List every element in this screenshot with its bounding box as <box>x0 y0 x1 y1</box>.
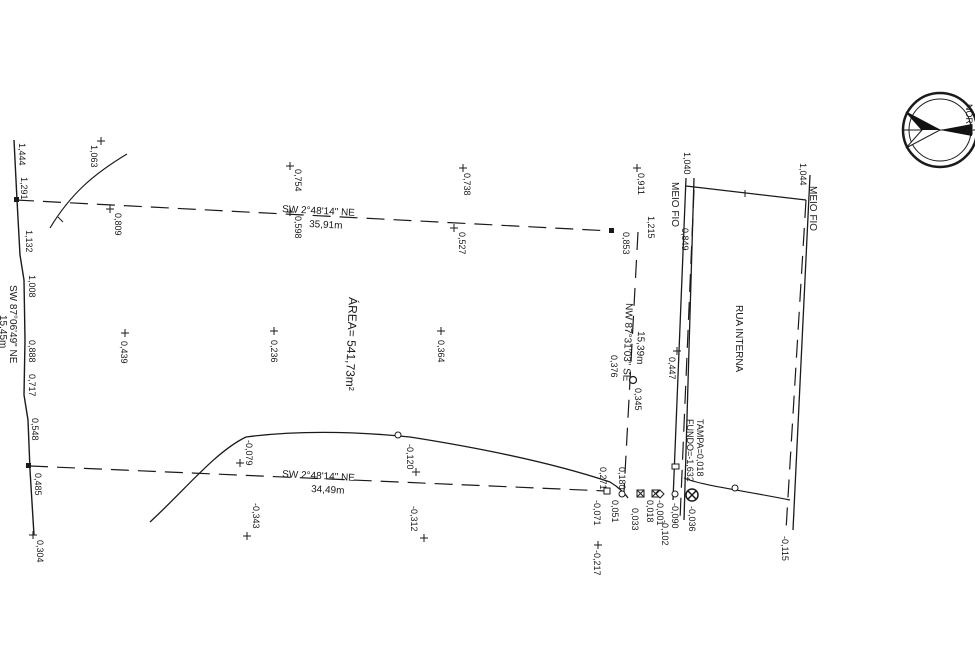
elevation-label: 1,444 <box>17 143 27 166</box>
elevation-label: 0,236 <box>269 340 279 363</box>
elevation-label: 0,439 <box>119 341 129 364</box>
elevation-label: -0,217 <box>592 550 602 576</box>
elevation-label: 0,809 <box>113 213 123 236</box>
east-length-label: 15,39m <box>634 331 646 365</box>
elevation-label: -0,036 <box>687 506 697 532</box>
elevation-label: 1,215 <box>646 216 656 239</box>
west-length-label: 15,45m <box>0 315 8 348</box>
south-length-label: 34,49m <box>311 484 345 497</box>
east-bearing-label: NW 87°31'03" SE <box>620 303 634 382</box>
east-boundary <box>623 231 639 493</box>
road-curbs <box>672 174 811 531</box>
terrain-curve <box>149 431 629 523</box>
manhole-bottom-label: FUNDO=-1,632 <box>685 419 695 482</box>
curb-label-left: MEIO FIO <box>669 182 680 227</box>
elevation-label: 0,888 <box>27 340 37 363</box>
elevation-label: -0,312 <box>409 506 419 532</box>
elevation-label: 1,044 <box>798 163 808 186</box>
elevation-label: -0,071 <box>592 500 602 526</box>
elevation-label: 0,853 <box>621 232 631 255</box>
north-boundary <box>15 199 612 232</box>
south-boundary <box>29 465 607 492</box>
elevation-label: 0,485 <box>33 473 43 496</box>
elevation-label: 0,738 <box>462 173 472 196</box>
road-name: RUA INTERNA <box>733 305 744 373</box>
elevation-label: 1,040 <box>682 152 692 175</box>
elevation-label: -0,090 <box>670 503 680 529</box>
spot-markers <box>29 137 681 549</box>
elevation-label: -0,120 <box>405 444 415 470</box>
elevation-label: 0,527 <box>457 232 467 255</box>
elevation-label: 0,051 <box>610 500 620 523</box>
curb-label-right: MEIO FIO <box>807 186 818 231</box>
elevation-label: 1,063 <box>89 145 99 168</box>
elevation-label: 0,548 <box>30 418 40 441</box>
north-bearing-label: SW 2°48'14" NE <box>282 204 356 219</box>
north-label: NORTE <box>964 104 974 135</box>
utility-symbols <box>603 228 680 499</box>
elevation-label: -0,102 <box>660 520 670 546</box>
elevation-label: 0,447 <box>667 357 677 380</box>
west-boundary <box>13 139 128 536</box>
elevation-label: 0,364 <box>436 340 446 363</box>
elevation-label: 0,717 <box>27 374 37 397</box>
elevation-label: 0,754 <box>293 169 303 192</box>
elevation-label: 0,271 <box>598 467 608 490</box>
elevation-label: 1,008 <box>27 275 37 298</box>
elevation-label: 1,291 <box>19 177 29 200</box>
elevation-label: 0,304 <box>35 540 45 563</box>
elevation-label: 0,376 <box>609 355 619 378</box>
elevation-label: 0,911 <box>636 173 646 195</box>
elevation-label: 0,033 <box>630 508 640 531</box>
west-bearing-label: SW 87°06'49" NE <box>7 285 18 364</box>
elevation-label: -0,115 <box>780 536 790 561</box>
north-length-label: 35,91m <box>309 219 343 232</box>
elevation-label: -0,343 <box>251 503 261 529</box>
area-label: ÁREA= 541,73m² <box>343 297 361 391</box>
elevation-label: 1,132 <box>24 230 34 253</box>
manhole-icon <box>685 488 699 502</box>
elevation-label: -0,079 <box>244 440 254 466</box>
elevation-label: -0,001 <box>655 500 665 526</box>
manhole-top-label: TAMPA=0,018 <box>695 419 705 476</box>
elevation-label: 0,849 <box>680 228 690 251</box>
elevation-label: 0,180 <box>617 467 627 490</box>
south-bearing-label: SW 2°48'14" NE <box>282 469 356 484</box>
elevation-label: 0,018 <box>645 500 655 523</box>
elevation-label: 0,345 <box>633 388 643 411</box>
north-arrow-icon <box>901 91 975 169</box>
elevation-labels: 1,063 1,444 1,291 1,132 1,008 0,888 0,71… <box>17 143 808 576</box>
elevation-label: 0,598 <box>293 216 303 239</box>
